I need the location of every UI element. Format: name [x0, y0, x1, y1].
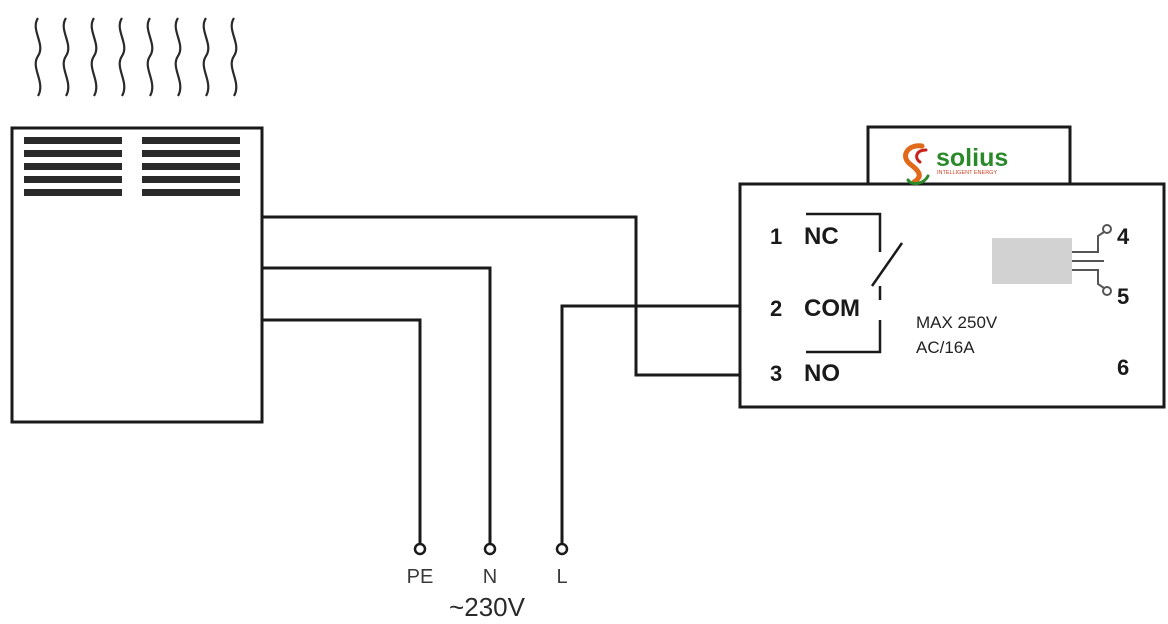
terminal-l-icon [555, 542, 569, 556]
relay-contact-symbol [806, 212, 904, 354]
brand-tagline: INTELLIGENT ENERGY [937, 170, 997, 176]
contact-2-number: 2 [770, 296, 782, 321]
contact-1-name: NC [804, 223, 839, 250]
terminal-l-label: L [556, 566, 567, 588]
wire-heater-to-pe [262, 318, 422, 544]
wires [262, 215, 740, 544]
rating-voltage: MAX 250V [916, 313, 998, 332]
terminal-n-label: N [483, 566, 497, 588]
terminal-4-number: 4 [1117, 224, 1130, 249]
wire-l-to-com [560, 304, 740, 544]
relay-body [738, 182, 1166, 409]
heater-grille [24, 137, 240, 196]
wire-heater-to-no [262, 215, 740, 377]
brand-name: solius [936, 144, 1008, 172]
convector-heater-icon [10, 126, 264, 424]
wire-heater-to-n [262, 266, 492, 544]
terminal-5-number: 5 [1117, 284, 1129, 309]
terminal-6-number: 6 [1117, 355, 1129, 380]
supply-terminals [413, 542, 569, 556]
relay-module [738, 125, 1166, 409]
heat-waves-icon [34, 17, 238, 97]
terminal-pe-icon [413, 542, 427, 556]
rating-current: AC/16A [916, 338, 975, 357]
contact-2-name: COM [804, 295, 860, 322]
terminal-n-icon [483, 542, 497, 556]
solius-logo-icon: solius INTELLIGENT ENERGY [903, 143, 1008, 185]
coil-symbol [992, 224, 1112, 296]
contact-3-name: NO [804, 360, 840, 387]
logo-tab [866, 125, 1072, 186]
contact-3-number: 3 [770, 361, 782, 386]
terminal-pe-label: PE [407, 566, 434, 588]
contact-1-number: 1 [770, 224, 782, 249]
supply-voltage-label: ~230V [449, 592, 526, 622]
